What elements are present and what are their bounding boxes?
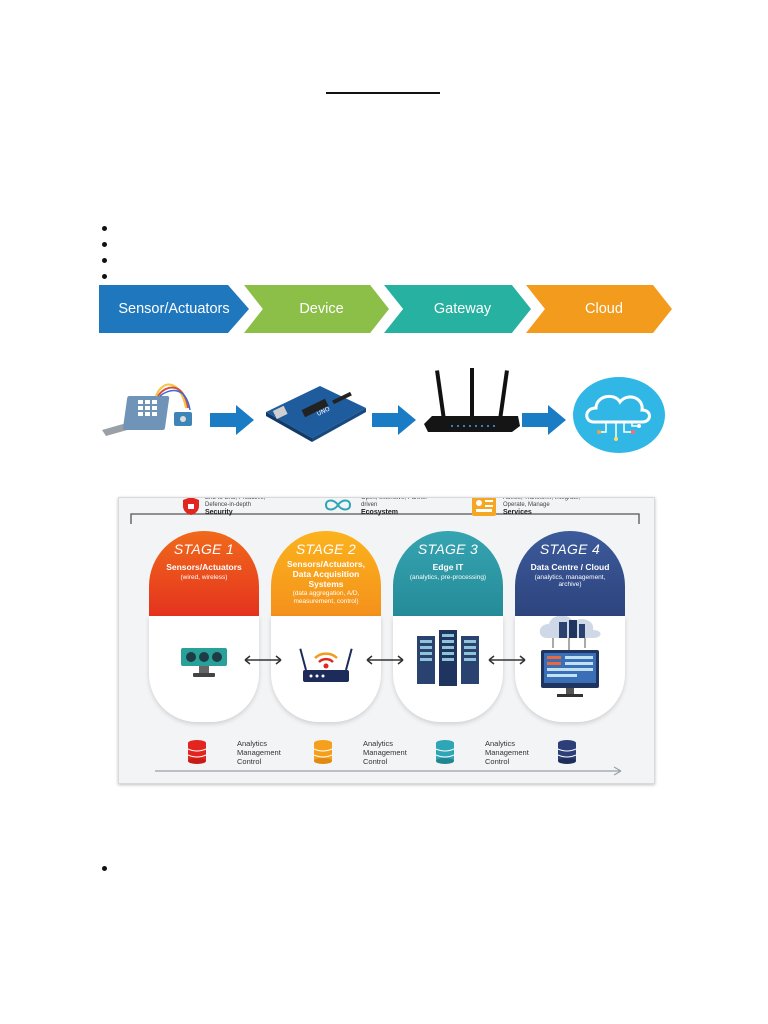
sensor-board-image xyxy=(102,383,192,436)
footer-line: Management xyxy=(485,748,529,757)
services-desc: Advise, Transform, Integrate, Operate, M… xyxy=(503,497,581,508)
stage-title: Sensors/Actuators xyxy=(166,562,242,572)
top-bracket xyxy=(130,513,640,524)
bidirectional-arrow-icon xyxy=(244,655,282,665)
database-icon xyxy=(557,740,577,764)
stage-2-card xyxy=(271,616,381,722)
arrow-right-icon xyxy=(522,405,566,435)
bullet-1 xyxy=(102,226,107,231)
security-title: Security xyxy=(205,508,233,516)
footer-line: Analytics xyxy=(363,739,394,748)
stage-3-card xyxy=(393,616,503,722)
arrow-right-icon xyxy=(210,405,254,435)
stage-number: STAGE 3 xyxy=(417,541,479,557)
pipeline-step-cloud: Cloud xyxy=(526,285,672,333)
bidirectional-arrow-icon xyxy=(488,655,526,665)
stage-number: STAGE 4 xyxy=(539,541,601,557)
stage-number: STAGE 1 xyxy=(173,541,235,557)
stage-subtitle: (data aggregation, A/D, measurement, con… xyxy=(292,590,360,605)
services-label: Advise, Transform, Integrate, Operate, M… xyxy=(503,497,583,517)
stage-title: Data Centre / Cloud xyxy=(530,562,610,572)
services-icon xyxy=(472,498,496,516)
flow-arrow xyxy=(155,766,622,776)
bullet-2 xyxy=(102,242,107,247)
pipeline-step-label: Cloud xyxy=(585,301,623,317)
microcontroller-board-image: UNO xyxy=(266,386,366,442)
infinity-icon xyxy=(324,499,352,511)
arrow-right-icon xyxy=(372,405,416,435)
pipeline-step-label: Gateway xyxy=(433,301,492,317)
pipeline-step-label: Sensor/Actuators xyxy=(118,301,230,317)
footer-line: Control xyxy=(363,757,388,766)
bullet-4 xyxy=(102,274,107,279)
footer-line: Control xyxy=(485,757,510,766)
bullet-3 xyxy=(102,258,107,263)
stage-4-card xyxy=(515,616,625,722)
database-icon xyxy=(435,740,455,764)
footer-line: Control xyxy=(237,757,262,766)
stage-1-card xyxy=(149,616,259,722)
bullet-5 xyxy=(102,866,107,871)
footer-line: Management xyxy=(363,748,407,757)
footer-label: Analytics Management Control xyxy=(363,739,407,766)
security-label: End-to-End, Proactive, Defence-in-depth … xyxy=(205,497,275,517)
shield-icon xyxy=(183,498,199,515)
footer-line: Management xyxy=(237,748,281,757)
wifi-router-icon xyxy=(299,648,353,682)
database-icon xyxy=(187,740,207,764)
services-title: Services xyxy=(503,508,532,516)
footer-line: Analytics xyxy=(485,739,516,748)
stage-title: Sensors/Actuators, Data Acquisition Syst… xyxy=(287,559,365,589)
footer-label: Analytics Management Control xyxy=(237,739,281,766)
stage-subtitle: (analytics, pre-processing) xyxy=(409,573,487,581)
bidirectional-arrow-icon xyxy=(366,655,404,665)
wifi-router-image xyxy=(424,368,520,432)
server-rack-icon xyxy=(417,630,479,686)
footer-label: Analytics Management Control xyxy=(485,739,529,766)
pipeline-step-device: Device xyxy=(244,285,389,333)
ecosystem-label: Open, extensive, Partner driven Ecosyste… xyxy=(361,497,431,517)
pipeline-step-label: Device xyxy=(299,301,344,317)
iot-stages-figure: End-to-End, Proactive, Defence-in-depth … xyxy=(118,497,655,784)
database-icon xyxy=(313,740,333,764)
pipeline-step-sensor-actuators: Sensor/Actuators xyxy=(99,285,249,333)
title-underline xyxy=(326,92,440,94)
camera-sensor-icon xyxy=(181,648,227,677)
stage-number: STAGE 2 xyxy=(295,541,357,557)
security-desc: End-to-End, Proactive, Defence-in-depth xyxy=(205,497,266,508)
data-centre-icon xyxy=(539,616,601,697)
cloud-icon xyxy=(573,377,665,453)
ecosystem-title: Ecosystem xyxy=(361,508,398,516)
footer-line: Analytics xyxy=(237,739,268,748)
stage-subtitle: (analytics, management, archive) xyxy=(534,573,606,589)
pipeline-step-gateway: Gateway xyxy=(384,285,531,333)
stage-subtitle: (wired, wireless) xyxy=(180,573,228,581)
stage-title: Edge IT xyxy=(432,562,464,572)
ecosystem-desc: Open, extensive, Partner driven xyxy=(361,497,428,508)
